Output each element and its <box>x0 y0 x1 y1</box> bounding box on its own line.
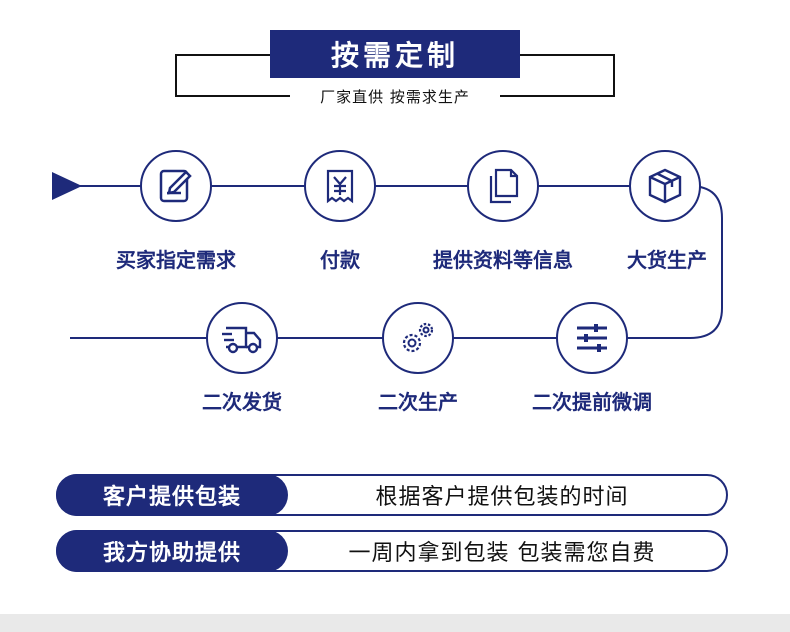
step-icon-circle <box>556 302 628 374</box>
info-text: 根据客户提供包装的时间 <box>375 485 629 510</box>
step-label: 付款 <box>320 248 360 272</box>
truck-icon <box>222 326 262 354</box>
edit-document-icon <box>159 169 192 203</box>
page-subtitle: 厂家直供 按需求生产 <box>290 86 500 107</box>
step-icon-circle <box>629 150 701 222</box>
step-icon-circle <box>467 150 539 222</box>
step-label: 买家指定需求 <box>116 248 236 272</box>
step-icon-circle <box>140 150 212 222</box>
yuan-receipt-icon <box>326 169 354 204</box>
step-icon-circle <box>382 302 454 374</box>
step-label: 二次生产 <box>378 390 458 414</box>
step-label: 二次发货 <box>202 390 282 414</box>
sliders-icon <box>577 324 607 352</box>
info-row-assisted-packaging: 我方协助提供 一周内拿到包装 包装需您自费 <box>56 530 728 572</box>
info-tag: 客户提供包装 <box>56 474 288 516</box>
bottom-divider <box>0 614 790 632</box>
documents-icon <box>489 168 519 204</box>
box-icon <box>648 168 682 204</box>
info-text: 一周内拿到包装 包装需您自费 <box>348 541 656 566</box>
start-arrow-icon <box>52 172 82 200</box>
step-label: 大货生产 <box>627 248 707 272</box>
step-label: 提供资料等信息 <box>433 248 573 272</box>
info-row-customer-packaging: 客户提供包装 根据客户提供包装的时间 <box>56 474 728 516</box>
header-frame <box>175 54 615 97</box>
gears-icon <box>402 322 434 353</box>
info-tag: 我方协助提供 <box>56 530 288 572</box>
step-icon-circle <box>206 302 278 374</box>
page-title: 按需定制 <box>270 30 520 78</box>
step-label: 二次提前微调 <box>532 390 652 414</box>
step-icon-circle <box>304 150 376 222</box>
